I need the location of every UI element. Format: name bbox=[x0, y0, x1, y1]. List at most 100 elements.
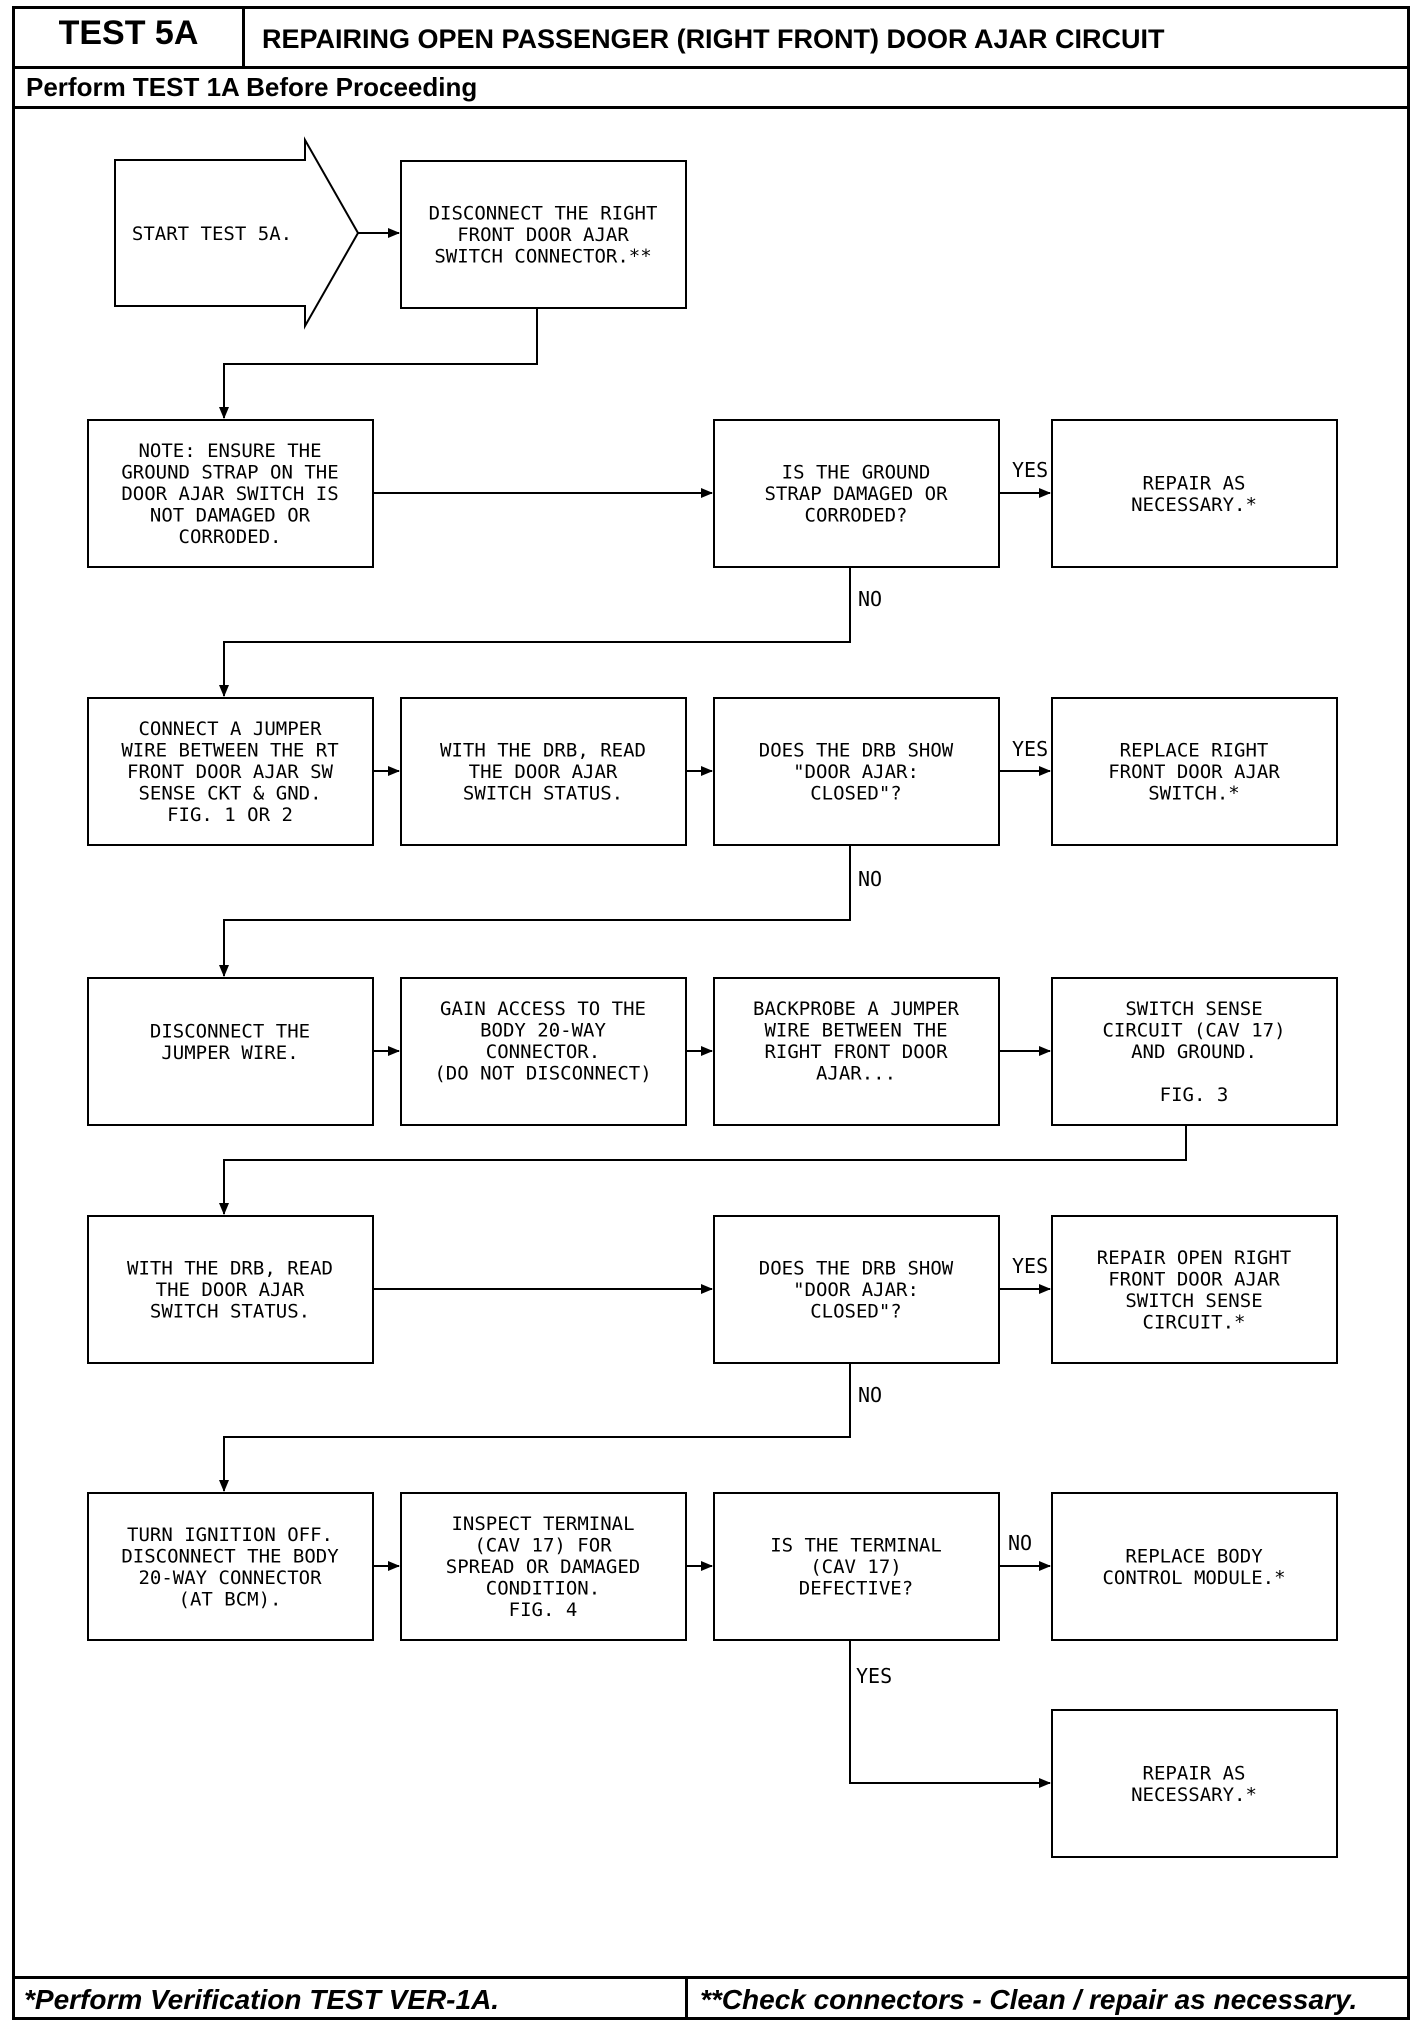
repair-open-text-line: CIRCUIT.* bbox=[1143, 1311, 1246, 1333]
connector-drb1-no bbox=[219, 845, 851, 977]
question-drb-1-text-line: CLOSED"? bbox=[810, 783, 902, 805]
inspect-terminal-text-line: CONDITION. bbox=[486, 1578, 600, 1600]
ignition-off-text-line: TURN IGNITION OFF. bbox=[127, 1524, 333, 1546]
disconnect-switch-text-line: FRONT DOOR AJAR bbox=[457, 224, 629, 246]
connect-jumper-text-line: WIRE BETWEEN THE RT bbox=[121, 740, 338, 762]
gain-access-text-line: GAIN ACCESS TO THE bbox=[440, 998, 646, 1020]
inspect-terminal-text-line: FIG. 4 bbox=[509, 1599, 578, 1621]
test-label: TEST 5A bbox=[58, 14, 199, 52]
repair-terminal-text-line: NECESSARY.* bbox=[1131, 1784, 1257, 1806]
question-terminal-text-line: (CAV 17) bbox=[810, 1556, 902, 1578]
replace-bcm-text-line: CONTROL MODULE.* bbox=[1102, 1567, 1285, 1589]
inspect-terminal-text-line: SPREAD OR DAMAGED bbox=[446, 1556, 640, 1578]
inspect-terminal-text-line: INSPECT TERMINAL bbox=[451, 1513, 634, 1535]
no-label-terminal: NO bbox=[1008, 1531, 1032, 1555]
switch-sense-box bbox=[1051, 977, 1338, 1126]
question-drb-1-text-line: DOES THE DRB SHOW bbox=[759, 740, 954, 762]
yes-label-drb1: YES bbox=[1012, 737, 1048, 761]
read-status-2-text-line: SWITCH STATUS. bbox=[150, 1301, 310, 1323]
replace-switch-text-line: SWITCH.* bbox=[1148, 783, 1240, 805]
footer-connector-note: **Check connectors - Clean / repair as n… bbox=[700, 1984, 1358, 2015]
switch-sense-text-line: AND GROUND. bbox=[1131, 1041, 1257, 1063]
gain-access-text-line: (DO NOT DISCONNECT) bbox=[434, 1062, 651, 1084]
connector-disconnect-to-note bbox=[219, 308, 538, 419]
repair-terminal-box bbox=[1051, 1709, 1338, 1858]
connector-drb2-no bbox=[219, 1363, 851, 1492]
question-ground-strap-box bbox=[713, 419, 1000, 568]
ignition-off-box bbox=[87, 1492, 374, 1641]
question-terminal-text-line: IS THE TERMINAL bbox=[770, 1535, 942, 1557]
inspect-terminal-text-line: (CAV 17) FOR bbox=[474, 1535, 612, 1557]
header-test-box bbox=[12, 6, 245, 68]
read-status-2-text-line: WITH THE DRB, READ bbox=[127, 1258, 333, 1280]
backprobe-text-line: AJAR... bbox=[816, 1062, 896, 1084]
repair-strap-box bbox=[1051, 419, 1338, 568]
read-status-2-text-line: THE DOOR AJAR bbox=[156, 1279, 305, 1301]
backprobe-text-line: WIRE BETWEEN THE bbox=[764, 1019, 947, 1041]
repair-strap-text-line: NECESSARY.* bbox=[1131, 494, 1257, 516]
connect-jumper-text-line: FIG. 1 OR 2 bbox=[167, 804, 293, 826]
connect-jumper-text-line: FRONT DOOR AJAR SW bbox=[127, 761, 333, 783]
switch-sense-text-line: FIG. 3 bbox=[1160, 1084, 1229, 1106]
ignition-off-text-line: DISCONNECT THE BODY bbox=[121, 1545, 339, 1567]
repair-open-text-line: SWITCH SENSE bbox=[1125, 1290, 1262, 1312]
gain-access-text-line: CONNECTOR. bbox=[486, 1041, 600, 1063]
read-status-1-text-line: THE DOOR AJAR bbox=[469, 761, 618, 783]
disconnect-switch-text-line: DISCONNECT THE RIGHT bbox=[429, 203, 658, 225]
yes-label-terminal: YES bbox=[856, 1664, 892, 1688]
question-drb-1-text-line: "DOOR AJAR: bbox=[793, 761, 919, 783]
replace-switch-box bbox=[1051, 697, 1338, 846]
question-drb-2-text-line: "DOOR AJAR: bbox=[793, 1279, 919, 1301]
question-terminal-box bbox=[713, 1492, 1000, 1641]
read-status-2-box bbox=[87, 1215, 374, 1364]
note-ground-text-line: NOT DAMAGED OR bbox=[150, 505, 311, 527]
connector-terminal-yes bbox=[849, 1640, 1051, 1788]
gain-access-box bbox=[400, 977, 687, 1126]
read-status-1-text-line: WITH THE DRB, READ bbox=[440, 740, 646, 762]
repair-open-text-line: REPAIR OPEN RIGHT bbox=[1097, 1247, 1291, 1269]
start-text-line: START TEST 5A. bbox=[132, 223, 292, 245]
read-status-1-text-line: SWITCH STATUS. bbox=[463, 783, 623, 805]
yes-label-ground: YES bbox=[1012, 458, 1048, 482]
page-title: REPAIRING OPEN PASSENGER (RIGHT FRONT) D… bbox=[262, 24, 1165, 54]
backprobe-text-line: RIGHT FRONT DOOR bbox=[764, 1041, 948, 1063]
repair-open-box bbox=[1051, 1215, 1338, 1364]
question-drb-2-text-line: DOES THE DRB SHOW bbox=[759, 1258, 954, 1280]
repair-open-text-line: FRONT DOOR AJAR bbox=[1108, 1268, 1280, 1290]
footer-verification-note: *Perform Verification TEST VER-1A. bbox=[24, 1984, 500, 2015]
read-status-1-box bbox=[400, 697, 687, 846]
question-ground-strap-text-line: CORRODED? bbox=[805, 505, 908, 527]
gain-access-text-line: BODY 20-WAY bbox=[480, 1019, 606, 1041]
ignition-off-text-line: 20-WAY CONNECTOR bbox=[138, 1567, 322, 1589]
page-frame bbox=[12, 6, 1410, 2020]
no-label-ground: NO bbox=[858, 587, 882, 611]
note-ground-text-line: CORRODED. bbox=[179, 526, 282, 548]
connect-jumper-text-line: CONNECT A JUMPER bbox=[138, 718, 322, 740]
disconnect-switch-text-line: SWITCH CONNECTOR.** bbox=[434, 246, 651, 268]
replace-bcm-box bbox=[1051, 1492, 1338, 1641]
question-ground-strap-text-line: STRAP DAMAGED OR bbox=[764, 483, 948, 505]
question-drb-1-box bbox=[713, 697, 1000, 846]
subheader-divider bbox=[12, 106, 1410, 109]
disconnect-jumper-text-line: JUMPER WIRE. bbox=[161, 1042, 298, 1064]
question-drb-2-box bbox=[713, 1215, 1000, 1364]
disconnect-jumper-text-line: DISCONNECT THE bbox=[150, 1020, 310, 1042]
note-ground-text-line: GROUND STRAP ON THE bbox=[121, 462, 338, 484]
question-terminal-text-line: DEFECTIVE? bbox=[799, 1578, 913, 1600]
connect-jumper-text-line: SENSE CKT & GND. bbox=[138, 783, 321, 805]
switch-sense-text-line: CIRCUIT (CAV 17) bbox=[1102, 1020, 1285, 1042]
connect-jumper-box bbox=[87, 697, 374, 846]
yes-label-drb2: YES bbox=[1012, 1254, 1048, 1278]
switch-sense-text-line: SWITCH SENSE bbox=[1125, 998, 1262, 1020]
ignition-off-text-line: (AT BCM). bbox=[179, 1588, 282, 1610]
connector-ground-no bbox=[219, 567, 851, 697]
no-label-drb1: NO bbox=[858, 867, 882, 891]
replace-switch-text-line: REPLACE RIGHT bbox=[1120, 740, 1269, 762]
disconnect-switch-box bbox=[400, 160, 687, 309]
page-subtitle: Perform TEST 1A Before Proceeding bbox=[26, 72, 478, 102]
connector-sense-to-read2 bbox=[219, 1125, 1187, 1215]
repair-terminal-text-line: REPAIR AS bbox=[1143, 1762, 1246, 1784]
repair-strap-text-line: REPAIR AS bbox=[1143, 472, 1246, 494]
replace-switch-text-line: FRONT DOOR AJAR bbox=[1108, 761, 1280, 783]
